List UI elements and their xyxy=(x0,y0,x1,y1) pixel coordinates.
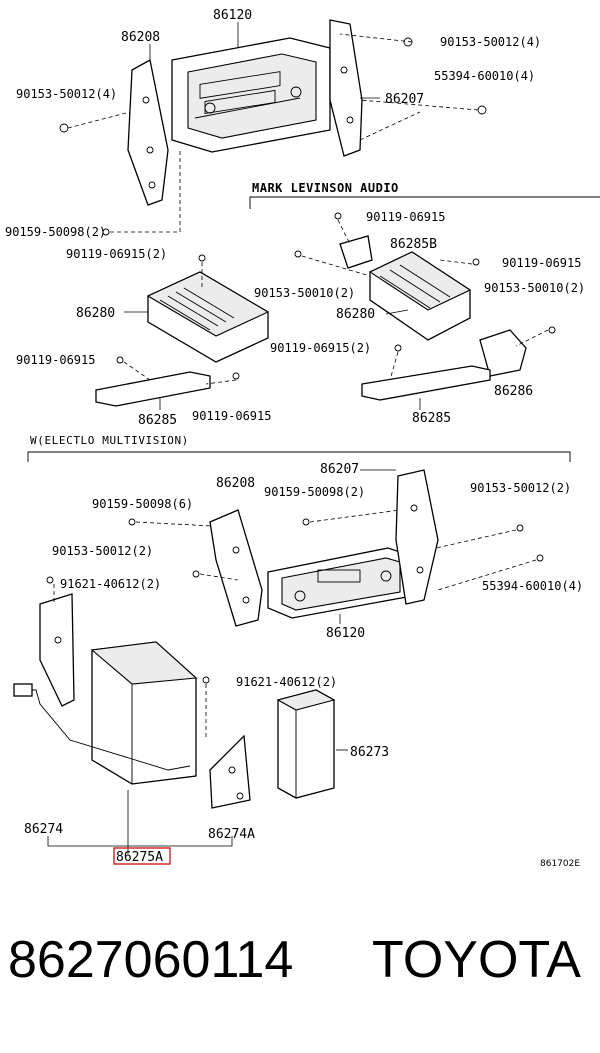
electro-multivision-frame xyxy=(27,451,571,462)
label-90153-50010-ml-left: 90153-50010(2) xyxy=(254,286,355,300)
bracket-86208-top xyxy=(127,58,169,206)
label-90119-06915-bottom: 90119-06915 xyxy=(192,409,271,423)
highlight-86275A[interactable]: 86275A xyxy=(113,847,171,865)
label-86285-mid: 86285 xyxy=(138,413,177,428)
label-86286: 86286 xyxy=(494,384,533,399)
label-86285B: 86285B xyxy=(390,237,437,252)
top-assembly xyxy=(59,19,487,236)
label-86207-top: 86207 xyxy=(385,92,424,107)
label-86275A[interactable]: 86275A xyxy=(116,850,163,865)
label-86208-top: 86208 xyxy=(121,30,160,45)
label-55394-60010-top: 55394-60010(4) xyxy=(434,69,535,83)
label-91621-40612-ev-left: 91621-40612(2) xyxy=(60,577,161,591)
label-90153-50012-top-right: 90153-50012(4) xyxy=(440,35,541,49)
amp-assembly-mark-levinson xyxy=(294,212,556,410)
label-86207-ev: 86207 xyxy=(320,462,359,477)
amp-assembly-standard xyxy=(95,254,270,410)
label-86285-ml: 86285 xyxy=(412,411,451,426)
footer-caption: 8627060114 TOYOTA xyxy=(0,930,600,1020)
brand-name: TOYOTA xyxy=(372,931,581,989)
label-90119-06915-2-mid: 90119-06915(2) xyxy=(66,247,167,261)
section-electro-multivision: W(ELECTLO MULTIVISION) xyxy=(30,434,189,447)
head-unit-86120-top xyxy=(171,37,331,153)
label-55394-60010-ev: 55394-60010(4) xyxy=(482,579,583,593)
label-90159-50098-2-ev: 90159-50098(2) xyxy=(264,485,365,499)
part-number: 8627060114 xyxy=(8,931,294,989)
bracket-86207-top xyxy=(329,19,363,157)
diagram-code: 861702E xyxy=(540,859,580,869)
label-86120-top: 86120 xyxy=(213,8,252,23)
label-90153-50010-ml-right: 90153-50010(2) xyxy=(484,281,585,295)
label-91621-40612-ev-mid: 91621-40612(2) xyxy=(236,675,337,689)
label-86120-ev: 86120 xyxy=(326,626,365,641)
label-86280-ml: 86280 xyxy=(336,307,375,322)
label-90119-06915-ml-top: 90119-06915 xyxy=(366,210,445,224)
label-90159-50098-6: 90159-50098(6) xyxy=(92,497,193,511)
label-90153-50012-top-left: 90153-50012(4) xyxy=(16,87,117,101)
label-86274A: 86274A xyxy=(208,827,255,842)
label-86208-ev: 86208 xyxy=(216,476,255,491)
section-mark-levinson: MARK LEVINSON AUDIO xyxy=(252,181,399,195)
label-86274: 86274 xyxy=(24,822,63,837)
electro-multivision-assembly xyxy=(13,469,544,854)
label-90119-06915-2-ml: 90119-06915(2) xyxy=(270,341,371,355)
label-86280-mid: 86280 xyxy=(76,306,115,321)
mark-levinson-frame xyxy=(249,196,600,209)
label-86273: 86273 xyxy=(350,745,389,760)
label-90159-50098-top: 90159-50098(2) xyxy=(5,225,106,239)
label-90153-50012-ev-left: 90153-50012(2) xyxy=(52,544,153,558)
label-90119-06915-ml-right: 90119-06915 xyxy=(502,256,581,270)
label-90119-06915-left: 90119-06915 xyxy=(16,353,95,367)
label-90153-50012-ev-right: 90153-50012(2) xyxy=(470,481,571,495)
